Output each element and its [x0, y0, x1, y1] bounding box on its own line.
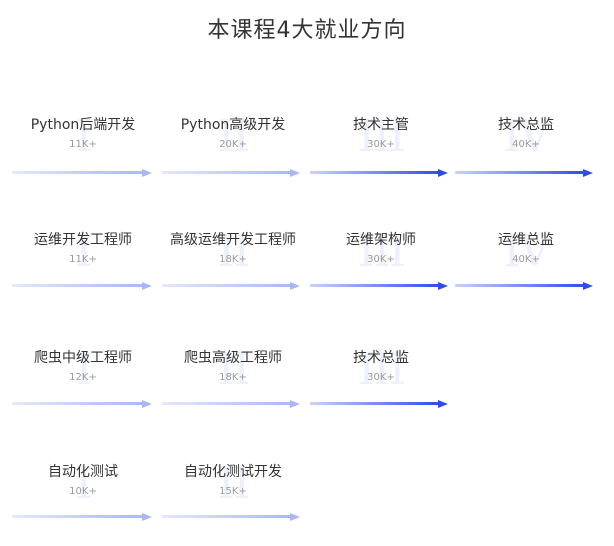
arrow-head: [290, 169, 300, 177]
arrow-shaft: [310, 402, 440, 405]
stage-roman-numeral: I: [75, 226, 92, 277]
arrow-head: [142, 400, 152, 408]
arrow-shaft: [12, 171, 144, 174]
stage-roman-numeral: IV: [503, 226, 550, 277]
progression-arrow-icon: [455, 282, 593, 290]
stage-roman-numeral: II: [217, 226, 251, 277]
stage-salary: 10K+: [69, 486, 97, 497]
arrow-head: [583, 169, 593, 177]
stage-salary: 40K+: [512, 254, 540, 265]
progression-arrow-icon: [12, 513, 152, 521]
stage-title: 技术主管: [353, 117, 409, 133]
stage-roman-numeral: II: [217, 458, 251, 509]
stage-title: 自动化测试: [48, 464, 118, 480]
arrow-head: [583, 282, 593, 290]
arrow-head: [142, 282, 152, 290]
arrow-shaft: [310, 171, 440, 174]
arrow-shaft: [162, 171, 292, 174]
stage-salary: 20K+: [219, 139, 247, 150]
stage-roman-numeral: I: [75, 111, 92, 162]
stage-roman-numeral: III: [357, 226, 406, 277]
stage-title: 运维开发工程师: [34, 232, 132, 248]
arrow-head: [142, 513, 152, 521]
stage-salary: 30K+: [367, 372, 395, 383]
stage-title: 爬虫高级工程师: [184, 350, 282, 366]
arrow-shaft: [162, 515, 292, 518]
arrow-shaft: [310, 284, 440, 287]
arrow-shaft: [12, 515, 144, 518]
arrow-shaft: [162, 402, 292, 405]
stage-salary: 40K+: [512, 139, 540, 150]
stage-title: 运维总监: [498, 232, 554, 248]
stage-title: 高级运维开发工程师: [170, 232, 296, 248]
arrow-head: [438, 169, 448, 177]
stage-roman-numeral: IV: [503, 111, 550, 162]
stage-title: Python后端开发: [30, 117, 136, 133]
arrow-shaft: [12, 402, 144, 405]
progression-arrow-icon: [310, 169, 448, 177]
stage-title: 运维架构师: [346, 232, 416, 248]
progression-arrow-icon: [162, 513, 300, 521]
stage-roman-numeral: III: [357, 344, 406, 395]
progression-arrow-icon: [455, 169, 593, 177]
stage-salary: 30K+: [367, 139, 395, 150]
stage-roman-numeral: I: [75, 458, 92, 509]
stage-title: 技术总监: [353, 350, 409, 366]
arrow-shaft: [12, 284, 144, 287]
arrow-head: [290, 282, 300, 290]
progression-arrow-icon: [162, 282, 300, 290]
stage-roman-numeral: III: [357, 111, 406, 162]
arrow-head: [438, 282, 448, 290]
arrow-shaft: [455, 284, 585, 287]
arrow-head: [290, 513, 300, 521]
stage-salary: 15K+: [219, 486, 247, 497]
stage-roman-numeral: I: [75, 344, 92, 395]
arrow-shaft: [162, 284, 292, 287]
stage-title: Python高级开发: [180, 117, 286, 133]
progression-arrow-icon: [162, 400, 300, 408]
stage-salary: 12K+: [69, 372, 97, 383]
stage-salary: 30K+: [367, 254, 395, 265]
stage-title: 技术总监: [498, 117, 554, 133]
progression-arrow-icon: [310, 282, 448, 290]
arrow-shaft: [455, 171, 585, 174]
progression-arrow-icon: [12, 282, 152, 290]
progression-arrow-icon: [12, 169, 152, 177]
stage-roman-numeral: II: [217, 111, 251, 162]
stage-title: 爬虫中级工程师: [34, 350, 132, 366]
arrow-head: [438, 400, 448, 408]
stage-salary: 11K+: [69, 139, 97, 150]
arrow-head: [290, 400, 300, 408]
arrow-head: [142, 169, 152, 177]
stage-roman-numeral: II: [217, 344, 251, 395]
page-title: 本课程4大就业方向: [207, 18, 407, 43]
progression-arrow-icon: [162, 169, 300, 177]
stage-salary: 18K+: [219, 372, 247, 383]
stage-title: 自动化测试开发: [184, 464, 282, 480]
stage-salary: 18K+: [219, 254, 247, 265]
progression-arrow-icon: [12, 400, 152, 408]
progression-arrow-icon: [310, 400, 448, 408]
stage-salary: 11K+: [69, 254, 97, 265]
